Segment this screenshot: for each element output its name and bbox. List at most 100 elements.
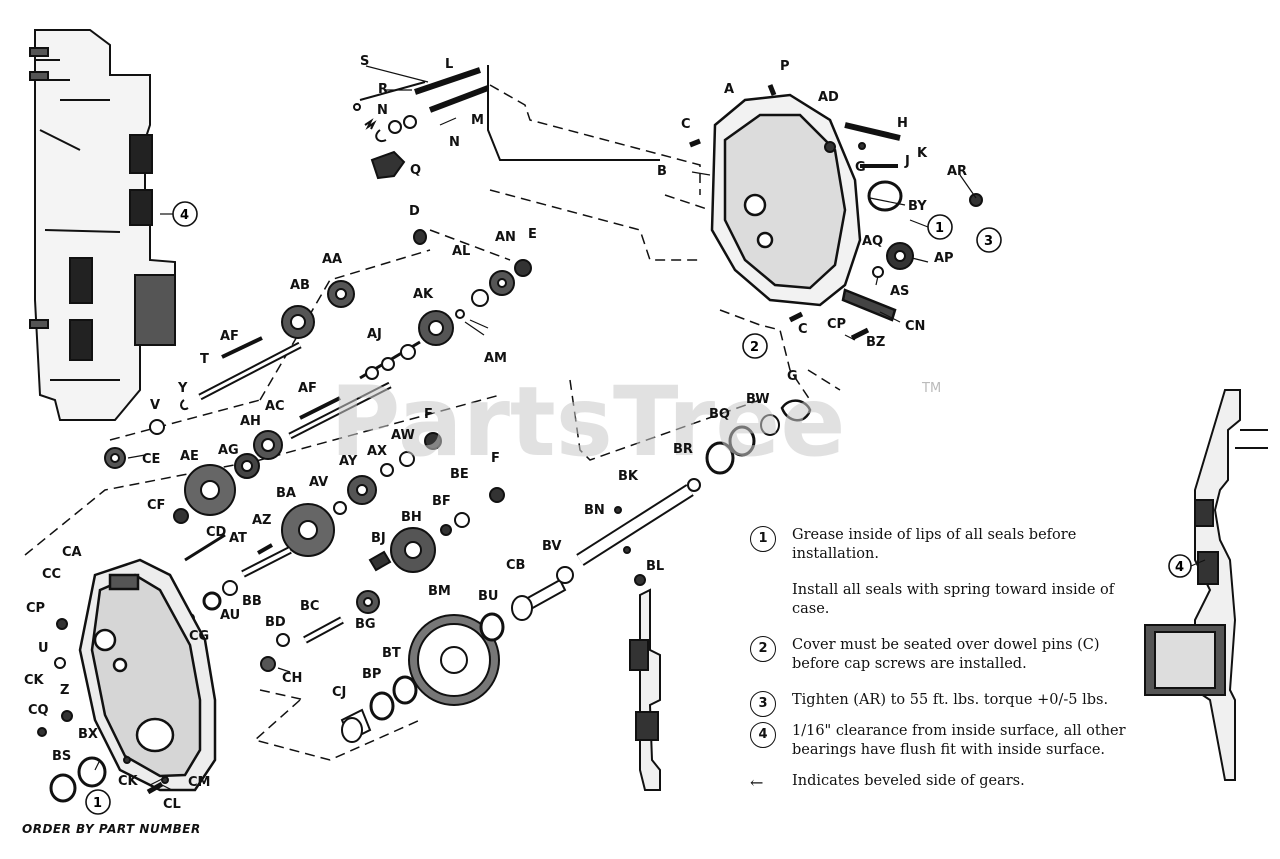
callout-4: 4: [180, 208, 189, 223]
note-3: 3 Tighten (AR) to 55 ft. lbs. torque +0/…: [748, 691, 1143, 717]
label-AQ: AQ: [862, 234, 883, 249]
label-AT: AT: [229, 531, 247, 546]
label-BC: BC: [300, 599, 319, 614]
label-CP: CP: [827, 317, 846, 332]
label-Q: Q: [410, 163, 421, 178]
label-AC: AC: [265, 399, 285, 414]
bevel-arrow-icon: ←: [750, 773, 764, 792]
label-AM: AM: [484, 351, 507, 366]
label-CQ: CQ: [28, 703, 49, 718]
label-F: F: [491, 451, 500, 466]
shift-linkage-parts: [353, 65, 660, 180]
label-Z: Z: [60, 683, 69, 698]
assembly-notes: 1 Grease inside of lips of all seals bef…: [748, 526, 1143, 808]
label-BK: BK: [618, 469, 639, 484]
label-BN: BN: [584, 503, 605, 518]
label-G: G: [855, 160, 866, 175]
label-BD: BD: [265, 615, 286, 630]
label-B: B: [657, 164, 667, 179]
label-AA: AA: [322, 252, 342, 267]
label-T: T: [200, 352, 209, 367]
gear-train-parts: [104, 229, 812, 743]
label-AG: AG: [218, 443, 239, 458]
label-C: C: [798, 322, 808, 337]
label-BX: BX: [78, 727, 98, 742]
note-marker-2: 2: [750, 636, 776, 662]
label-BP: BP: [362, 667, 381, 682]
note-2: 2 Cover must be seated over dowel pins (…: [748, 636, 1143, 674]
label-BT: BT: [382, 646, 401, 661]
label-AF: AF: [220, 329, 239, 344]
label-BG: BG: [355, 617, 376, 632]
label-BZ: BZ: [866, 335, 885, 350]
label-Y: Y: [177, 381, 188, 396]
label-CH: CH: [282, 671, 302, 686]
label-CA: CA: [62, 545, 82, 560]
label-CJ: CJ: [332, 685, 346, 700]
note-bevel: ← Indicates beveled side of gears.: [748, 772, 1143, 792]
label-BA: BA: [276, 486, 296, 501]
case-hardware: [689, 84, 983, 341]
label-BU: BU: [478, 589, 498, 604]
label-BJ: BJ: [371, 531, 386, 546]
order-by-part-number: ORDER BY PART NUMBER: [22, 822, 201, 836]
label-BW: BW: [746, 392, 770, 407]
note-text: Indicates beveled side of gears.: [792, 773, 1025, 789]
note-text: Install all seals with spring toward ins…: [792, 582, 1115, 617]
gear-case-cover: [78, 558, 217, 792]
note-text: Tighten (AR) to 55 ft. lbs. torque +0/-5…: [792, 692, 1109, 708]
label-AE: AE: [180, 449, 199, 464]
label-CD: CD: [206, 525, 227, 540]
label-BB: BB: [242, 594, 262, 609]
callout-1: 1: [93, 796, 102, 811]
circled-callouts: 4 1 3 2 1 4: [85, 201, 1192, 815]
part-labels: S R L N N M Q D A P AD H C B G J K AR BY…: [24, 54, 967, 812]
note-seals: Install all seals with spring toward ins…: [748, 581, 1143, 619]
label-AD: AD: [818, 90, 839, 105]
label-BS: BS: [52, 749, 71, 764]
label-AK: AK: [413, 287, 434, 302]
label-AW: AW: [391, 428, 415, 443]
label-G: G: [787, 369, 798, 384]
watermark-trademark: TM: [921, 381, 941, 396]
label-CC: CC: [42, 567, 61, 582]
label-AP: AP: [934, 251, 954, 266]
label-AV: AV: [309, 475, 328, 490]
label-P: P: [780, 59, 790, 74]
label-BY: BY: [908, 199, 927, 214]
label-CE: CE: [142, 452, 160, 467]
note-marker-1: 1: [750, 526, 776, 552]
label-CF: CF: [147, 498, 165, 513]
label-U: U: [38, 641, 49, 656]
label-CG: CG: [189, 629, 209, 644]
callout-leaders: [160, 213, 1206, 567]
label-BL: BL: [646, 559, 664, 574]
watermark: PartsTree: [330, 366, 845, 478]
label-L: L: [445, 57, 453, 72]
callout-3: 3: [984, 234, 993, 249]
label-N: N: [377, 103, 388, 118]
label-BH: BH: [401, 510, 422, 525]
right-cross-section-large: [1144, 389, 1268, 781]
label-BM: BM: [428, 584, 451, 599]
callout-4: 4: [1175, 560, 1184, 575]
label-BE: BE: [450, 467, 469, 482]
label-AY: AY: [339, 454, 358, 469]
note-1: 1 Grease inside of lips of all seals bef…: [748, 526, 1143, 564]
right-cross-section-small: [629, 588, 661, 791]
label-AS: AS: [890, 284, 909, 299]
label-CM: CM: [188, 775, 210, 790]
label-BV: BV: [542, 539, 561, 554]
label-R: R: [378, 82, 388, 97]
label-V: V: [150, 398, 160, 413]
label-AX: AX: [367, 444, 387, 459]
label-AU: AU: [220, 608, 240, 623]
label-BF: BF: [432, 494, 451, 509]
note-text: Cover must be seated over dowel pins (C)…: [792, 637, 1100, 672]
label-A: A: [724, 82, 734, 97]
callout-1: 1: [935, 221, 944, 236]
label-K: K: [917, 146, 928, 161]
label-M: M: [471, 113, 484, 128]
main-gear-case: [710, 93, 897, 322]
